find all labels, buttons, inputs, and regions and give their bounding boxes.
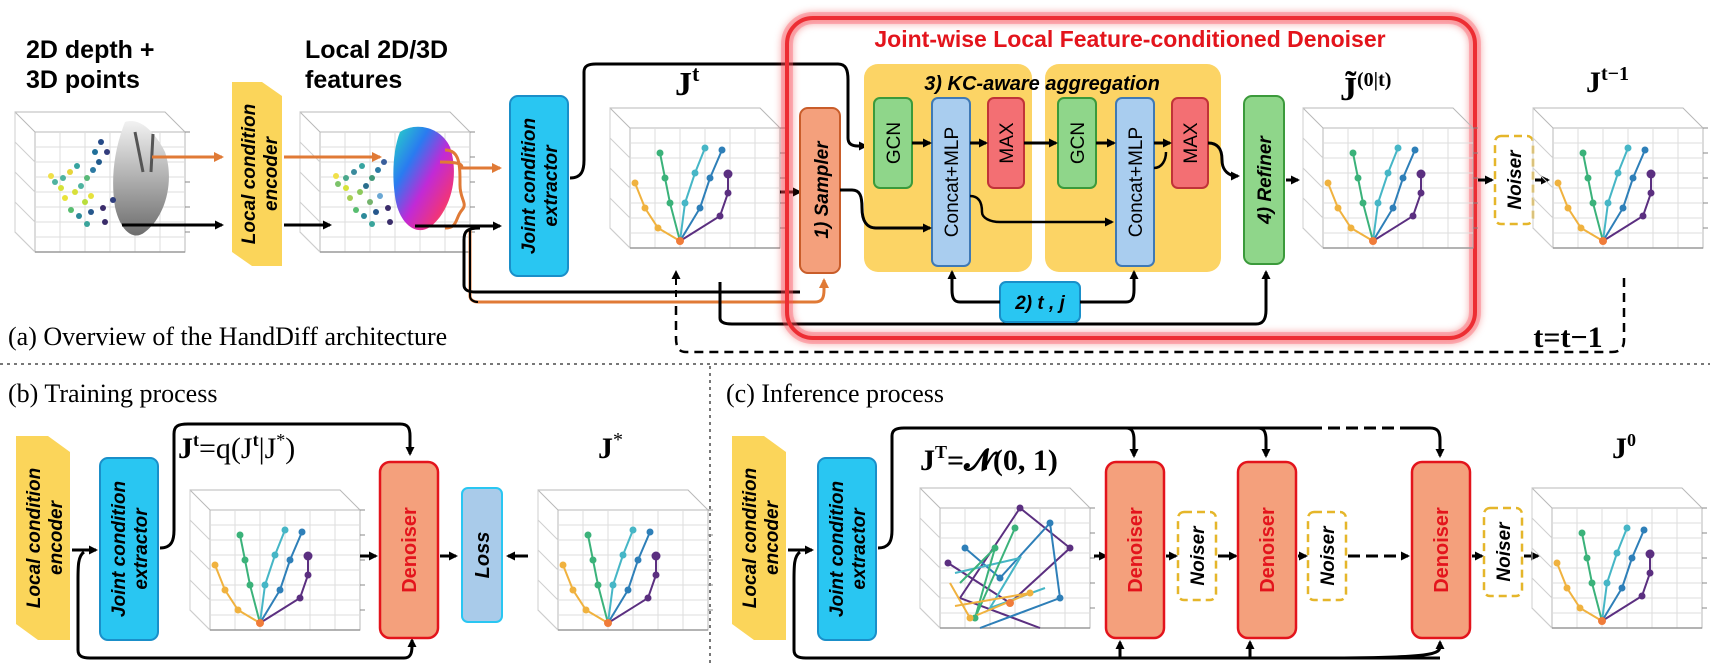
- line-jce-top-c: [877, 426, 1310, 550]
- arrow-max2-refiner: [1207, 141, 1240, 181]
- jt-skeleton-plot: [609, 107, 786, 249]
- features-label-line1: Local 2D/3D: [305, 36, 448, 64]
- sampler-label: 1) Sampler: [812, 140, 833, 239]
- denoiser-c-1: [1104, 460, 1166, 640]
- features-label-line2: features: [305, 66, 402, 94]
- panel-b: (b) Training process Local condition enc…: [8, 379, 714, 660]
- input-label-line2: 3D points: [26, 66, 140, 94]
- concat-mlp-1-label: Concat+MLP: [942, 127, 963, 237]
- noiser-a: [1493, 134, 1535, 226]
- input-label-line1: 2D depth +: [26, 36, 155, 64]
- line-concat2-max2: [1153, 151, 1168, 170]
- panel-b-caption: (b) Training process: [8, 379, 217, 408]
- noiser-c-3: [1482, 506, 1524, 598]
- denoiser-title: Joint-wise Local Feature-conditioned Den…: [874, 26, 1385, 52]
- line-features-to-sampler-black: [469, 228, 479, 303]
- loss-box: [461, 487, 503, 623]
- panel-a: 2D depth + 3D points Local condition enc…: [8, 12, 1709, 354]
- concat-mlp-2: [1115, 97, 1155, 267]
- noiser-c-1-label: Noiser: [1188, 525, 1209, 586]
- j0t-skeleton-plot: [1302, 107, 1479, 249]
- lce-b-line2: encoder: [46, 499, 67, 575]
- line-jt-to-refiner: [718, 270, 1271, 326]
- kc-title: 3) KC-aware aggregation: [924, 73, 1160, 95]
- denoiser-c-1-label: Denoiser: [1125, 507, 1147, 593]
- noiser-c-1: [1176, 510, 1218, 602]
- max-1-label: MAX: [997, 122, 1018, 164]
- j0t-label: J̃(0|t): [1340, 69, 1391, 108]
- eq-c-label: JT=𝓝(0, 1): [920, 442, 1058, 477]
- arrow-extractor-to-gcn: [569, 62, 868, 180]
- arrow-top-denoiser1: [1125, 426, 1139, 458]
- local-condition-encoder-c: [732, 436, 786, 640]
- concat-mlp-2-label: Concat+MLP: [1126, 127, 1147, 237]
- arrow-jce-denoiser-b: [159, 422, 415, 550]
- arrow-features-down-black: [462, 226, 800, 294]
- jt-label: Jt: [675, 61, 700, 103]
- depth-points-image: [14, 111, 191, 253]
- noiser-c-3-label: Noiser: [1494, 521, 1515, 582]
- j0-skeleton-plot: [1531, 487, 1708, 629]
- jt1-skeleton-plot: [1532, 107, 1709, 249]
- denoiser-c-2: [1236, 460, 1298, 640]
- jT-noisy-skeleton-plot: [919, 487, 1096, 629]
- arrow-top-denoiser3: [1400, 426, 1445, 458]
- lce-a-line1: Local condition: [239, 104, 260, 244]
- brace-features: [444, 148, 466, 230]
- lce-a-line2: encoder: [261, 135, 282, 211]
- gcn-1-label: GCN: [884, 122, 905, 164]
- joint-condition-extractor-c: [817, 457, 877, 641]
- tj-label: 2) t , j: [1014, 293, 1065, 314]
- jce-a-line2: extractor: [541, 144, 562, 227]
- max-2-label: MAX: [1181, 122, 1202, 164]
- local-condition-encoder-a: [232, 82, 282, 266]
- noiser-c-2-label: Noiser: [1318, 525, 1339, 586]
- lce-c-line1: Local condition: [740, 468, 761, 608]
- arrow-tj-concat1: [947, 270, 1000, 304]
- lce-c-line2: encoder: [762, 499, 783, 575]
- jce-c-line1: Joint condition: [827, 481, 848, 617]
- noiser-a-label: Noiser: [1505, 149, 1526, 210]
- loop-dashed: [674, 278, 1626, 354]
- arrow-concat1-concat2: [969, 194, 1114, 227]
- denoiser-c-2-label: Denoiser: [1257, 507, 1279, 593]
- noiser-c-2: [1306, 510, 1348, 602]
- denoiser-c-3: [1410, 460, 1472, 640]
- eq-b-label: Jt=q(Jt|J*): [178, 430, 295, 465]
- loss-label: Loss: [472, 532, 494, 579]
- jstar-label: J*: [598, 429, 623, 465]
- refiner-label: 4) Refiner: [1255, 135, 1276, 225]
- loop-label: t=t−1: [1533, 321, 1602, 354]
- lce-b-line1: Local condition: [24, 468, 45, 608]
- panel-c: (c) Inference process Local condition en…: [726, 379, 1708, 660]
- joint-condition-extractor-a: [509, 95, 569, 277]
- gcn-2-label: GCN: [1068, 122, 1089, 164]
- denoiser-c-3-label: Denoiser: [1431, 507, 1453, 593]
- arrow-top-denoiser2: [1257, 426, 1271, 458]
- j0-label: J0: [1612, 430, 1636, 465]
- arrow-bottom-denoiser3: [1319, 640, 1445, 660]
- arrow-sampler-concat1: [840, 188, 932, 233]
- panel-a-caption: (a) Overview of the HandDiff architectur…: [8, 322, 447, 351]
- jstar-skeleton-plot: [537, 489, 714, 631]
- denoiser-b-label: Denoiser: [399, 507, 421, 593]
- jt1-label: Jt−1: [1586, 63, 1629, 99]
- arrow-lce-denoiser-b: [76, 550, 417, 660]
- concat-mlp-1: [931, 97, 971, 267]
- arrow-tj-concat2: [1080, 270, 1139, 304]
- joint-condition-extractor-b: [99, 457, 159, 641]
- line-lce-bottom-c: [792, 550, 1440, 660]
- panel-c-caption: (c) Inference process: [726, 379, 944, 408]
- jt-b-skeleton-plot: [189, 489, 366, 631]
- jce-b-line2: extractor: [131, 507, 152, 590]
- denoiser-b: [378, 460, 440, 640]
- jce-c-line2: extractor: [849, 507, 870, 590]
- refiner-box: [1243, 95, 1285, 265]
- features-image: [299, 111, 476, 253]
- jce-a-line1: Joint condition: [519, 118, 540, 254]
- local-condition-encoder-b: [16, 436, 70, 640]
- jce-b-line1: Joint condition: [109, 481, 130, 617]
